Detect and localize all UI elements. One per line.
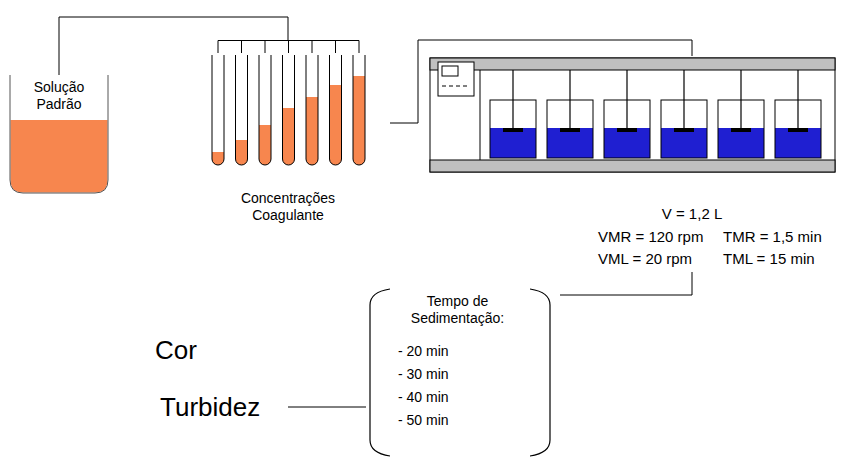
stirrer-shaft	[512, 70, 513, 130]
panel-buttons	[442, 86, 470, 87]
jar-water	[604, 128, 650, 158]
machine-frame	[430, 58, 835, 172]
tube-liquid	[306, 97, 318, 165]
left-bracket	[370, 289, 390, 456]
beaker: Solução Padrão	[8, 75, 110, 195]
tube-liquid	[353, 76, 365, 165]
node-text: TMR = 1,5 min	[723, 228, 822, 246]
test-tube	[283, 55, 295, 165]
display-screen	[442, 66, 458, 76]
test-tubes: Concentrações Coagulante	[186, 40, 390, 230]
stirrer-paddle	[560, 128, 580, 132]
node-text: Tempo de Sedimentação:	[400, 293, 515, 327]
rack-tick	[312, 41, 313, 54]
jar-water	[490, 128, 536, 158]
jar-water	[718, 128, 764, 158]
test-tube	[330, 55, 342, 165]
connector-line	[560, 272, 692, 295]
beaker-outline	[10, 75, 108, 193]
control-panel	[438, 62, 474, 96]
stirrer-paddle	[617, 128, 637, 132]
tube-liquid	[283, 108, 295, 165]
jar-test-apparatus: V = 1,2 L VMR = 120 rpm TMR = 1,5 minVML =…	[428, 56, 840, 272]
tube-liquid	[259, 125, 271, 165]
stirrer-paddle	[674, 128, 694, 132]
liquid	[11, 120, 108, 193]
stirrer-shaft	[740, 70, 741, 130]
node-text: - 30 min	[398, 366, 449, 383]
tube-liquid	[236, 140, 248, 165]
node-text: - 40 min	[398, 389, 449, 406]
label-text: Cor	[155, 336, 197, 366]
rack-tick	[218, 41, 219, 54]
top-bar	[430, 58, 835, 70]
node-text: VML = 20 rpm	[598, 250, 692, 268]
stirrer-paddle	[788, 128, 808, 132]
leader-line	[288, 407, 366, 408]
stirrer-shaft	[683, 70, 684, 130]
jar-water	[547, 128, 593, 158]
sedimentation-bracket: Tempo de Sedimentação: - 20 min - 30 min - …	[355, 285, 560, 460]
node-text: - 20 min	[398, 343, 449, 360]
tube-liquid	[330, 85, 342, 165]
test-tube	[353, 55, 365, 165]
rack-tick	[265, 41, 266, 54]
stirrer-shaft	[797, 70, 798, 130]
jar-water	[775, 128, 821, 158]
stirrer-shaft	[569, 70, 570, 130]
rack-tick	[288, 41, 289, 54]
panel-divider	[480, 70, 481, 160]
node-text: - 50 min	[398, 412, 449, 429]
test-tube	[236, 55, 248, 165]
base-bar	[430, 160, 835, 172]
stirrer-shaft	[626, 70, 627, 130]
test-tube	[306, 55, 318, 165]
rack-tick	[359, 41, 360, 54]
jar-test-machine	[430, 58, 835, 172]
node-text: Concentrações Coagulante	[223, 190, 353, 224]
node-text: V = 1,2 L	[637, 205, 747, 223]
label-text: Turbidez	[160, 393, 260, 423]
stirrer-paddle	[731, 128, 751, 132]
rack-tick	[241, 41, 242, 54]
right-bracket	[530, 289, 550, 456]
test-tube	[259, 55, 271, 165]
node-text: TML = 15 min	[723, 250, 815, 268]
node-text: VMR = 120 rpm	[598, 228, 703, 246]
jar-water	[661, 128, 707, 158]
node-text: Solução Padrão	[22, 79, 96, 113]
rack-tick	[335, 41, 336, 54]
stirrer-paddle	[503, 128, 523, 132]
connector-line	[59, 17, 288, 75]
test-tube	[212, 55, 224, 165]
